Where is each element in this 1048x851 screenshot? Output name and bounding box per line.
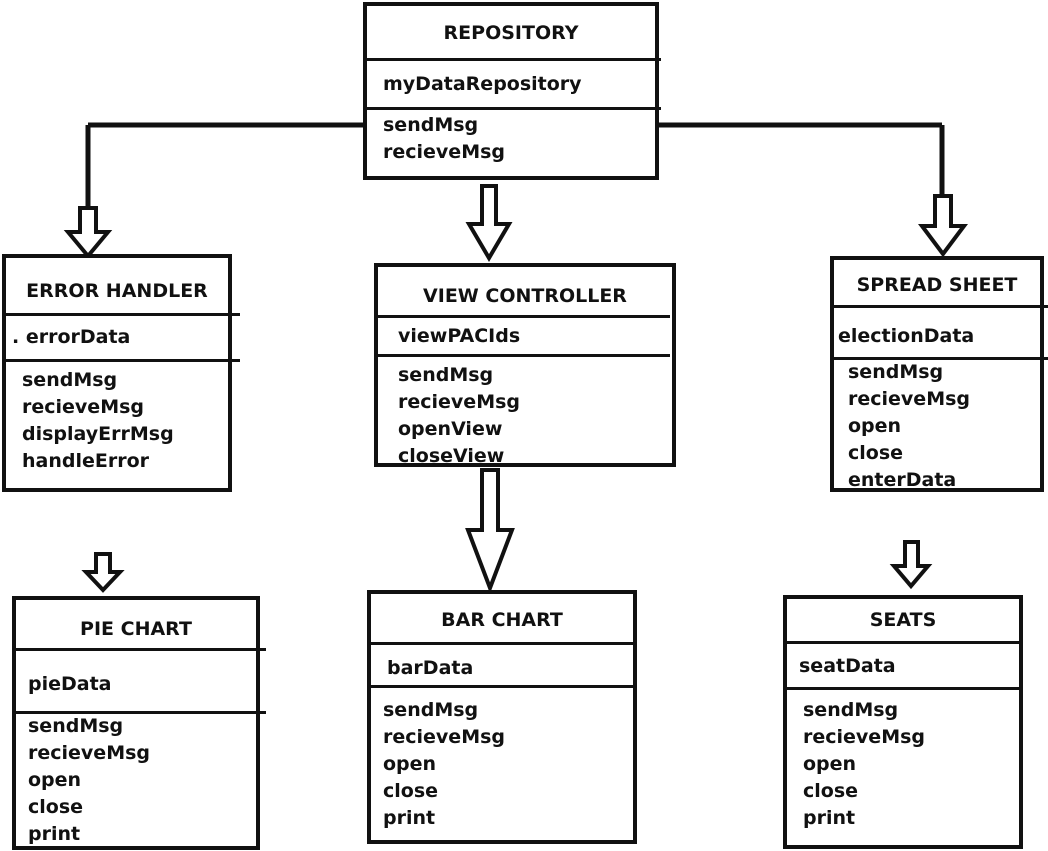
- class-operation: displayErrMsg: [22, 423, 174, 445]
- class-operation: recieveMsg: [22, 396, 145, 418]
- arrow-to-pie-chart: [81, 552, 125, 593]
- class-operation: recieveMsg: [803, 726, 926, 748]
- class-operation: print: [28, 823, 81, 845]
- class-operations: sendMsg recieveMsg open close print: [28, 713, 150, 848]
- class-operation: sendMsg: [383, 699, 479, 721]
- class-divider: [832, 357, 1048, 360]
- class-divider: [365, 58, 661, 61]
- class-operation: sendMsg: [803, 699, 899, 721]
- class-box-seats: SEATS seatData sendMsg recieveMsg open c…: [783, 595, 1023, 849]
- class-attribute: myDataRepository: [383, 73, 582, 95]
- class-name: ERROR HANDLER: [26, 280, 208, 302]
- arrow-to-seats: [889, 540, 933, 590]
- class-operation: print: [383, 807, 436, 829]
- class-name: SEATS: [869, 609, 937, 631]
- class-operations: sendMsg recieveMsg open close print: [383, 697, 505, 832]
- class-box-repository: REPOSITORY myDataRepository sendMsg reci…: [363, 2, 661, 180]
- class-operation: open: [803, 753, 857, 775]
- class-operation: open: [28, 769, 82, 791]
- class-name: VIEW CONTROLLER: [423, 285, 627, 307]
- class-operations: sendMsg recieveMsg open close print: [803, 697, 925, 832]
- class-divider: [365, 107, 661, 110]
- class-operation: sendMsg: [22, 369, 118, 391]
- class-operation: handleError: [22, 450, 150, 472]
- class-box-pie-chart: PIE CHART pieData sendMsg recieveMsg ope…: [12, 596, 266, 850]
- arrow-to-bar-chart: [465, 468, 515, 594]
- class-name: BAR CHART: [441, 609, 563, 631]
- class-divider: [785, 687, 1021, 690]
- class-operation: recieveMsg: [383, 141, 506, 163]
- class-operation: close: [848, 442, 904, 464]
- class-attribute: viewPACIds: [398, 325, 521, 347]
- arrow-to-view-controller: [465, 184, 513, 262]
- class-divider: [376, 354, 670, 357]
- class-divider: [14, 711, 266, 714]
- class-attribute: pieData: [28, 673, 112, 695]
- class-operation: recieveMsg: [383, 726, 506, 748]
- class-box-error-handler: ERROR HANDLER . errorData sendMsg reciev…: [2, 254, 240, 492]
- class-divider: [369, 685, 633, 688]
- class-attribute: electionData: [838, 325, 975, 347]
- class-operation: sendMsg: [28, 715, 124, 737]
- class-divider: [832, 305, 1048, 308]
- class-divider: [785, 641, 1021, 644]
- class-operation: close: [803, 780, 859, 802]
- class-operation: recieveMsg: [848, 388, 971, 410]
- class-name: PIE CHART: [80, 618, 192, 640]
- class-operation: recieveMsg: [398, 391, 521, 413]
- class-operation: closeView: [398, 445, 505, 467]
- class-operation: open: [848, 415, 902, 437]
- class-box-view-controller: VIEW CONTROLLER viewPACIds sendMsg recie…: [374, 263, 676, 467]
- class-attribute: seatData: [799, 655, 896, 677]
- class-box-bar-chart: BAR CHART barData sendMsg recieveMsg ope…: [367, 590, 637, 844]
- class-attribute: . errorData: [12, 326, 131, 348]
- class-divider: [14, 648, 266, 651]
- class-operations: sendMsg recieveMsg: [383, 112, 505, 166]
- class-operation: sendMsg: [398, 364, 494, 386]
- class-operation: sendMsg: [848, 361, 944, 383]
- class-operations: sendMsg recieveMsg openView closeView: [398, 362, 520, 470]
- class-box-spread-sheet: SPREAD SHEET electionData sendMsg reciev…: [830, 256, 1048, 494]
- class-operation: print: [803, 807, 856, 829]
- class-operation: open: [383, 753, 437, 775]
- class-operation: sendMsg: [383, 114, 479, 136]
- arrow-to-error-handler: [63, 206, 113, 260]
- class-attribute: barData: [387, 657, 474, 679]
- arrow-to-spread-sheet: [918, 194, 968, 258]
- class-name: SPREAD SHEET: [856, 274, 1018, 296]
- class-operation: enterData: [848, 469, 957, 491]
- class-name: REPOSITORY: [443, 22, 579, 44]
- class-operations: sendMsg recieveMsg open close enterData: [848, 359, 970, 494]
- class-divider: [369, 642, 633, 645]
- class-operation: recieveMsg: [28, 742, 151, 764]
- class-operation: close: [28, 796, 84, 818]
- class-divider: [4, 359, 240, 362]
- class-operation: openView: [398, 418, 503, 440]
- class-operation: close: [383, 780, 439, 802]
- class-operations: sendMsg recieveMsg displayErrMsg handleE…: [22, 367, 174, 475]
- class-divider: [376, 315, 670, 318]
- class-divider: [4, 313, 240, 316]
